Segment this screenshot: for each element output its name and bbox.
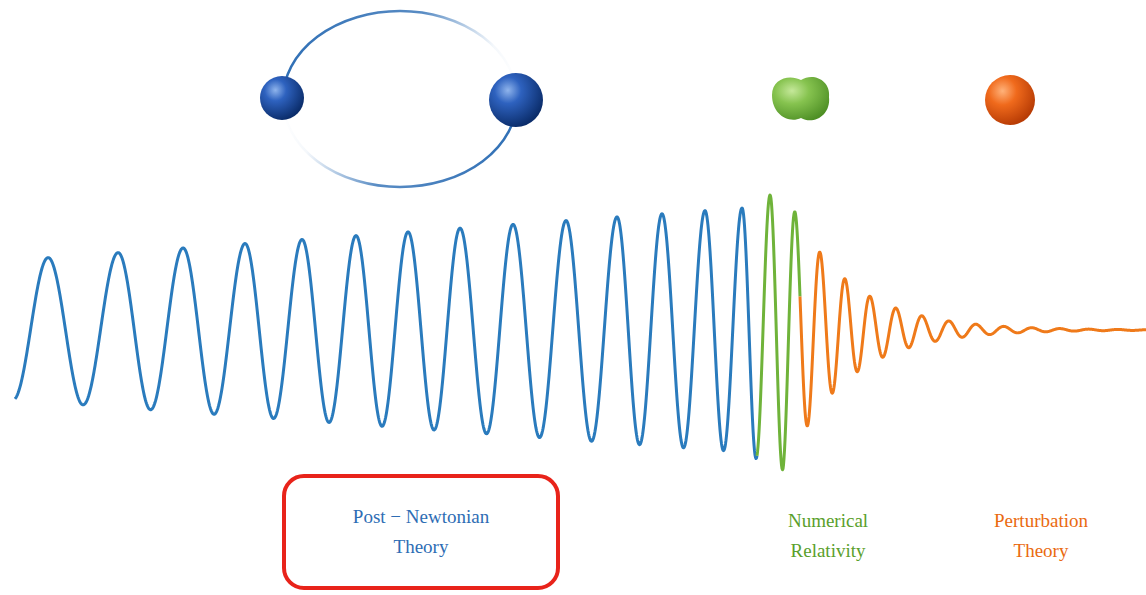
theory-label: Post − Newtonian Theory [334,502,509,562]
orbit-arc [283,99,517,187]
highlight-box: Post − Newtonian Theory [282,474,560,590]
ringdown-wave [800,252,1146,426]
remnant-black-hole [985,75,1035,125]
orbit-arc [283,11,517,99]
black-hole [260,76,304,120]
merging-black-hole [772,77,829,120]
theory-label: Numerical Relativity [763,506,893,566]
inspiral-wave [15,208,757,459]
black-hole [489,73,543,127]
merger-wave [757,195,800,470]
waveform [15,195,1146,470]
theory-label: Perturbation Theory [971,506,1111,566]
